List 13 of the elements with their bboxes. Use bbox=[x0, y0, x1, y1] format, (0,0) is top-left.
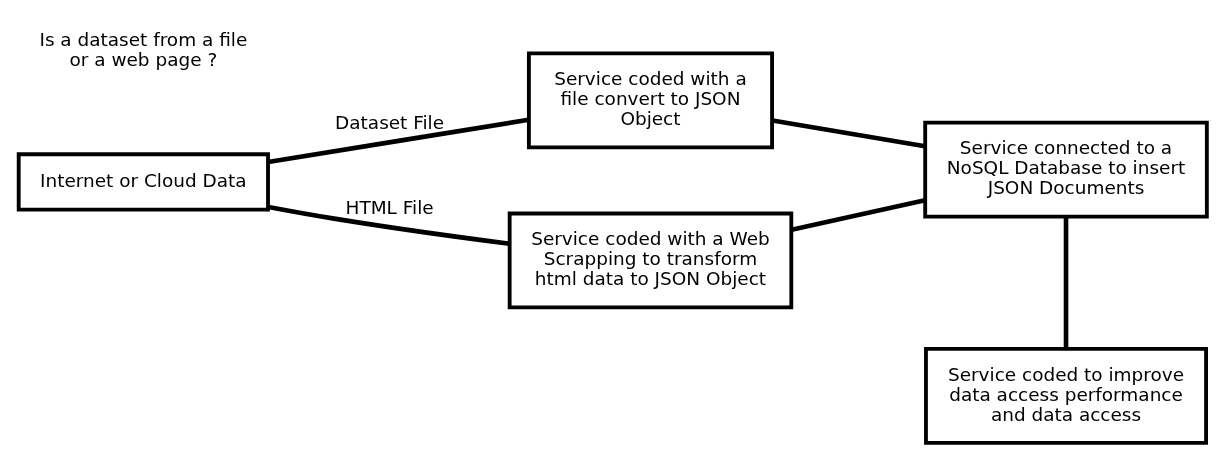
node-box: Internet or Cloud Data bbox=[16, 152, 270, 212]
connector bbox=[267, 117, 529, 165]
node-box: Service coded to improve data access performance and data access bbox=[923, 347, 1208, 445]
connector bbox=[267, 204, 510, 247]
edge-label: HTML File bbox=[345, 196, 434, 218]
node-box: Service connected to a NoSQL Database to insert JSON Documents bbox=[922, 120, 1209, 219]
node-box: Service coded with a Web Scrapping to transform html data to JSON Object bbox=[507, 211, 793, 310]
connector bbox=[1063, 217, 1068, 349]
label: Is a dataset from a file or a web page ? bbox=[38, 28, 247, 70]
edge-label: Dataset File bbox=[334, 112, 444, 133]
node-box: Service coded with a file convert to JSON Object bbox=[526, 51, 774, 150]
connector bbox=[790, 198, 925, 232]
connector bbox=[771, 118, 925, 149]
